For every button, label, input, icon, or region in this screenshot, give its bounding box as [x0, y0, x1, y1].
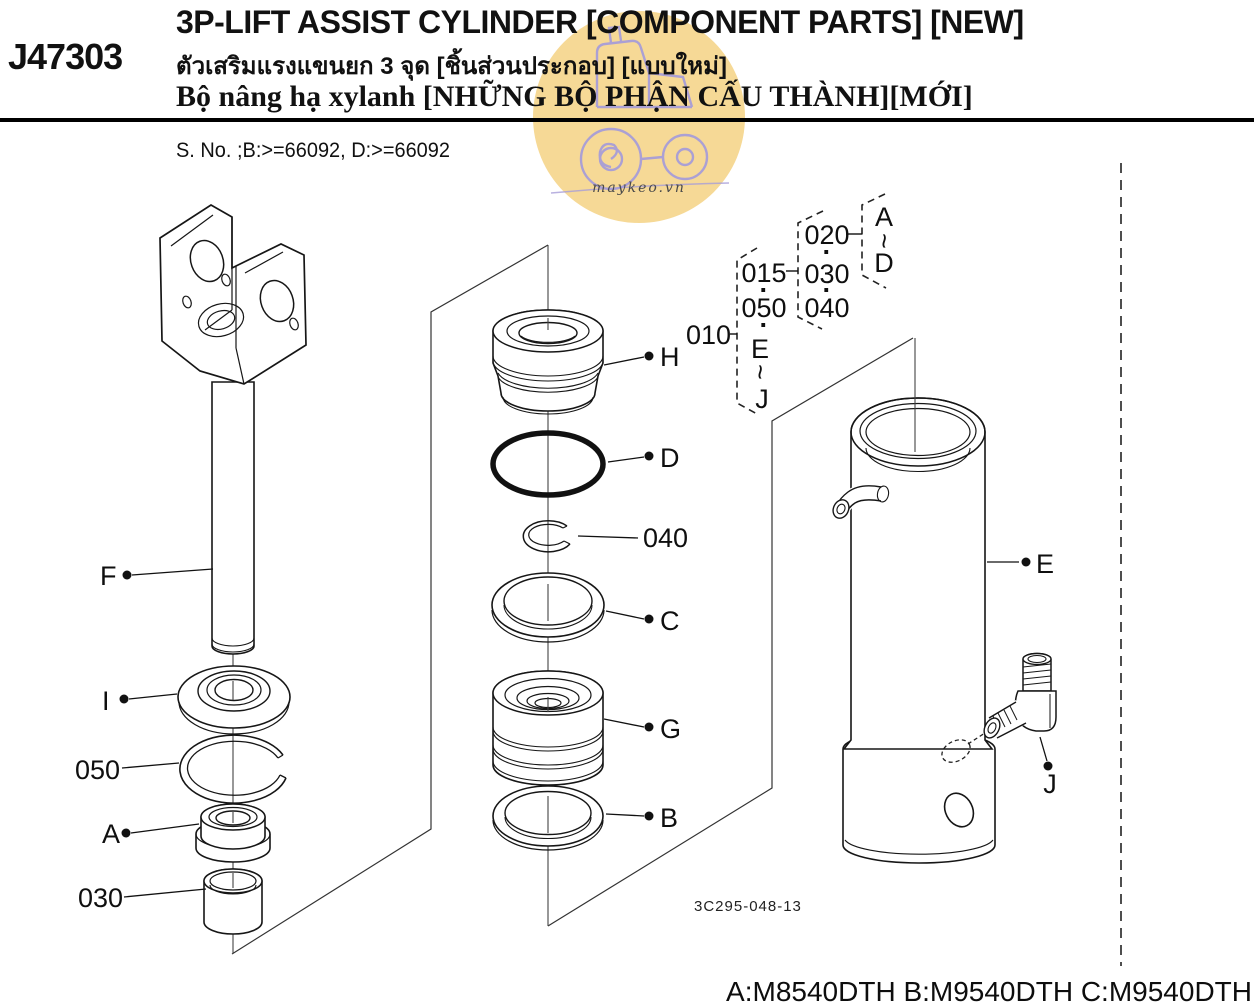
header-rule	[0, 118, 1254, 122]
assembly-planes	[231, 244, 914, 955]
callout-D: D	[874, 248, 894, 278]
part-bushing-030	[203, 868, 263, 935]
callout-020: 020	[804, 220, 849, 250]
part-label-C: C	[660, 606, 680, 636]
tilde-range: ~	[869, 233, 899, 249]
callout-040: 040	[804, 293, 849, 323]
part-label-H: H	[660, 342, 680, 372]
tilde-range: ~	[745, 364, 775, 380]
part-snap-ring-050	[179, 734, 287, 804]
part-collar-A	[195, 803, 271, 863]
leader-dots	[119, 351, 1053, 838]
part-label-F: F	[100, 561, 117, 591]
part-clevis	[159, 204, 307, 385]
title-vietnamese: Bộ nâng hạ xylanh [NHỮNG BỘ PHẬN CẤU THÀ…	[176, 80, 973, 113]
part-seal-ring-B	[492, 785, 604, 851]
callout-E: E	[751, 334, 769, 364]
ellipsis-dot: ·	[760, 310, 769, 340]
part-label-B: B	[660, 803, 678, 833]
part-label-050: 050	[75, 755, 120, 785]
title-thai: ตัวเสริมแรงแขนยก 3 จุด [ชิ้นส่วนประกอบ] …	[176, 53, 727, 80]
callout-connectors	[730, 233, 862, 335]
watermark-text: maykeo.vn	[592, 180, 686, 196]
ellipsis-dot: ·	[823, 237, 832, 267]
part-elbow-fitting-J	[983, 652, 1057, 739]
part-label-D: D	[660, 443, 680, 473]
part-rod-F	[211, 381, 255, 655]
callout-group-mid: 020 · 030 · 040	[804, 220, 849, 323]
part-label-030: 030	[78, 883, 123, 913]
serial-number-note: S. No. ;B:>=66092, D:>=66092	[176, 139, 450, 162]
ellipsis-dot: ·	[823, 275, 832, 305]
page-code: J47303	[8, 36, 123, 77]
callout-015: 015	[741, 258, 786, 288]
callout-J: J	[755, 384, 769, 414]
port-dashed-ellipse	[941, 739, 971, 763]
callout-050: 050	[741, 293, 786, 323]
ellipsis-dot: ·	[760, 275, 769, 305]
part-o-ring-D	[490, 430, 606, 498]
part-washer-I	[177, 665, 291, 735]
part-label-G: G	[660, 714, 681, 744]
callout-A: A	[875, 202, 893, 232]
part-label-J: J	[1043, 769, 1057, 799]
callout-group-a-d: A ~ D	[869, 202, 899, 278]
callout-010: 010	[686, 320, 731, 350]
model-applicability: A:M8540DTH B:M9540DTH C:M9540DTH	[726, 976, 1252, 1007]
leader-lines	[121, 356, 1048, 898]
callout-group-e-j: 015 · 050 · E ~ J	[741, 258, 786, 414]
part-label-A: A	[102, 819, 120, 849]
watermark: maykeo.vn	[533, 11, 745, 223]
title-english: 3P-LIFT ASSIST CYLINDER [COMPONENT PARTS…	[176, 4, 1024, 40]
part-label-E: E	[1036, 549, 1054, 579]
drawing-number: 3C295-048-13	[694, 898, 802, 915]
part-cylinder-body-E	[832, 338, 996, 864]
callout-030: 030	[804, 259, 849, 289]
callout-brackets	[736, 193, 887, 416]
part-snap-ring-040	[522, 520, 571, 553]
tractor-watermark-icon: maykeo.vn	[550, 25, 730, 196]
part-label-I: I	[102, 686, 110, 716]
part-cylinder-head-H	[492, 309, 604, 415]
part-piston-G	[492, 670, 604, 786]
part-label-040: 040	[643, 523, 688, 553]
part-backup-ring-C	[491, 572, 605, 643]
